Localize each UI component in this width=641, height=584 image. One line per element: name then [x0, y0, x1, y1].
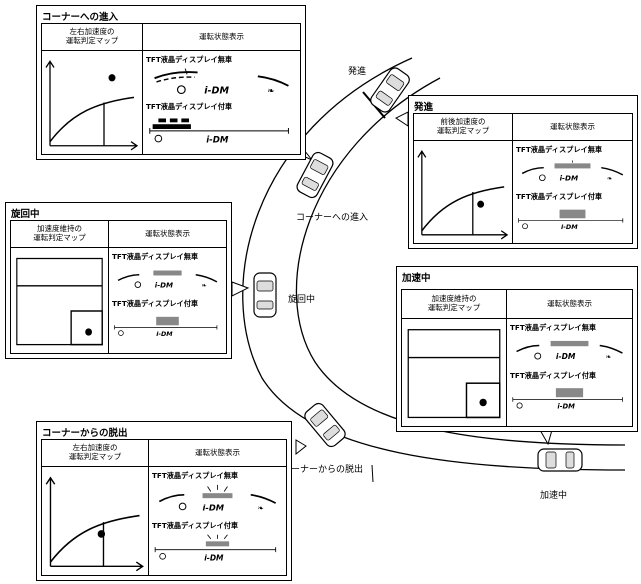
label-corner-exit: コーナーからの脱出 [282, 465, 364, 475]
svg-text:i-DM: i-DM [203, 503, 225, 513]
map-header: 前後加速度の 運転判定マップ [414, 114, 512, 141]
map-column: 加速度維持の 運転判定マップ [11, 221, 109, 353]
with-tft-label: TFT液晶ディスプレイ付車 [112, 299, 199, 308]
status-column: 運転状態表示 TFT液晶ディスプレイ無車 i-DM ❧ TFT液晶ディスプレイ付… [507, 290, 632, 426]
gauge-bar-display: i-DM [509, 383, 630, 413]
svg-text:❧: ❧ [607, 175, 612, 183]
svg-text:❧: ❧ [267, 86, 274, 96]
panel-title: 旋回中 [11, 209, 40, 220]
no-tft-label: TFT液晶ディスプレイ無車 [112, 252, 199, 261]
svg-text:i-DM: i-DM [206, 135, 229, 144]
map-column: 左右加速度の 運転判定マップ [42, 24, 143, 154]
callout-tail-start [395, 111, 409, 127]
panel-corner-entry: コーナーへの進入 左右加速度の 運転判定マップ 運転状態表示 TFT液晶ディスプ… [36, 5, 306, 160]
gauge-bar-display: i-DM [515, 204, 630, 234]
callout-tail-exit [295, 439, 307, 456]
map-header: 加速度維持の 運転判定マップ [402, 290, 506, 319]
judgement-map-graph [42, 51, 142, 154]
status-header: 運転状態表示 [109, 221, 226, 248]
car-exit [304, 402, 346, 448]
no-tft-label: TFT液晶ディスプレイ無車 [516, 145, 603, 154]
svg-text:❧: ❧ [257, 504, 263, 513]
gauge-arc-display: i-DM ❧ [151, 482, 284, 516]
callout-tail-accel [539, 429, 553, 446]
status-column: 運転状態表示 TFT液晶ディスプレイ無車 i-DM ❧ T [149, 440, 286, 575]
status-column: 運転状態表示 TFT液晶ディスプレイ無車 i-DM ❧ TFT液晶ディスプレイ付… [513, 114, 632, 243]
judgement-map-graph [42, 467, 148, 575]
svg-text:i-DM: i-DM [556, 352, 576, 361]
label-start: 発進 [348, 67, 367, 77]
panel-start: 発進 前後加速度の 運転判定マップ 運転状態表示 TFT液晶ディスプレイ無車 [408, 95, 638, 249]
map-column: 左右加速度の 運転判定マップ [42, 440, 149, 575]
svg-text:i-DM: i-DM [155, 280, 173, 289]
map-column: 加速度維持の 運転判定マップ [402, 290, 507, 426]
status-header: 運転状態表示 [149, 440, 286, 467]
panel-title: コーナーへの進入 [42, 12, 119, 23]
panel-table: 前後加速度の 運転判定マップ 運転状態表示 TFT液晶ディスプレイ無車 [413, 113, 633, 244]
gauge-arc-display: i-DM ❧ [111, 263, 224, 295]
judgement-map-graph [11, 248, 108, 353]
svg-text:i-DM: i-DM [557, 403, 575, 411]
label-accelerating: 加速中 [540, 491, 568, 501]
map-column: 前後加速度の 運転判定マップ [414, 114, 513, 243]
gauge-bar-display: i-DM [151, 532, 284, 564]
panel-corner-exit: コーナーからの脱出 左右加速度の 運転判定マップ 運転状態表示 TFT液晶ディス… [36, 421, 292, 581]
panel-accelerating: 加速中 加速度維持の 運転判定マップ 運転状態表示 TFT液晶ディスプレイ無車 [396, 266, 638, 432]
with-tft-label: TFT液晶ディスプレイ付車 [510, 371, 597, 380]
status-header: 運転状態表示 [143, 24, 300, 51]
map-header: 加速度維持の 運転判定マップ [11, 221, 108, 248]
svg-text:i-DM: i-DM [204, 553, 224, 562]
car-entry [296, 151, 334, 199]
gauge-arc-display: i-DM ❧ [145, 66, 298, 98]
no-tft-label: TFT液晶ディスプレイ無車 [146, 55, 233, 64]
callout-tail-cornering [231, 281, 250, 297]
map-header: 左右加速度の 運転判定マップ [42, 24, 142, 51]
gauge-bar-display: i-DM [111, 311, 224, 341]
svg-text:❧: ❧ [606, 353, 612, 361]
svg-text:i-DM: i-DM [560, 174, 579, 183]
svg-text:❧: ❧ [201, 282, 206, 289]
car-cornering [253, 272, 277, 318]
road-inner-edge [295, 77, 626, 446]
gauge-bar-display: i-DM [145, 114, 298, 145]
label-cornering: 旋回中 [288, 295, 316, 305]
judgement-map-graph [402, 319, 506, 426]
panel-table: 加速度維持の 運転判定マップ 運転状態表示 TFT液晶ディスプレイ無車 [401, 289, 633, 427]
panel-table: 左右加速度の 運転判定マップ 運転状態表示 TFT液晶ディスプレイ無車 [41, 439, 287, 576]
status-header: 運転状態表示 [507, 290, 632, 319]
label-corner-entry: コーナーへの進入 [296, 213, 369, 223]
status-header: 運転状態表示 [513, 114, 632, 141]
status-column: 運転状態表示 TFT液晶ディスプレイ無車 i-DM ❧ TFT液晶ディスプレイ付… [109, 221, 226, 353]
panel-table: 左右加速度の 運転判定マップ 運転状態表示 TFT液晶ディスプレイ無車 [41, 23, 301, 155]
status-column: 運転状態表示 TFT液晶ディスプレイ無車 i-DM ❧ TFT液晶ディスプレイ付… [143, 24, 300, 154]
exit-line [371, 464, 374, 483]
car-accel [537, 448, 583, 472]
judgement-map-graph [414, 141, 512, 243]
with-tft-label: TFT液晶ディスプレイ付車 [146, 102, 233, 111]
map-header: 左右加速度の 運転判定マップ [42, 440, 148, 467]
with-tft-label: TFT液晶ディスプレイ付車 [152, 521, 239, 530]
panel-table: 加速度維持の 運転判定マップ 運転状態表示 TFT液晶ディスプレイ無車 [10, 220, 227, 354]
panel-title: 発進 [414, 102, 434, 113]
gauge-arc-display: i-DM ❧ [515, 156, 630, 188]
panel-title: 加速中 [402, 273, 431, 284]
idm-indicator-text: i-DM [204, 85, 229, 96]
no-tft-label: TFT液晶ディスプレイ無車 [510, 323, 597, 332]
panel-cornering: 旋回中 加速度維持の 運転判定マップ 運転状態表示 TFT液晶ディスプレイ無車 [5, 202, 232, 359]
car-start [370, 67, 410, 113]
no-tft-label: TFT液晶ディスプレイ無車 [152, 471, 239, 480]
svg-text:i-DM: i-DM [561, 223, 578, 231]
svg-text:i-DM: i-DM [156, 331, 173, 338]
panel-title: コーナーからの脱出 [42, 428, 128, 439]
with-tft-label: TFT液晶ディスプレイ付車 [516, 192, 603, 201]
gauge-arc-display: i-DM ❧ [509, 334, 630, 366]
